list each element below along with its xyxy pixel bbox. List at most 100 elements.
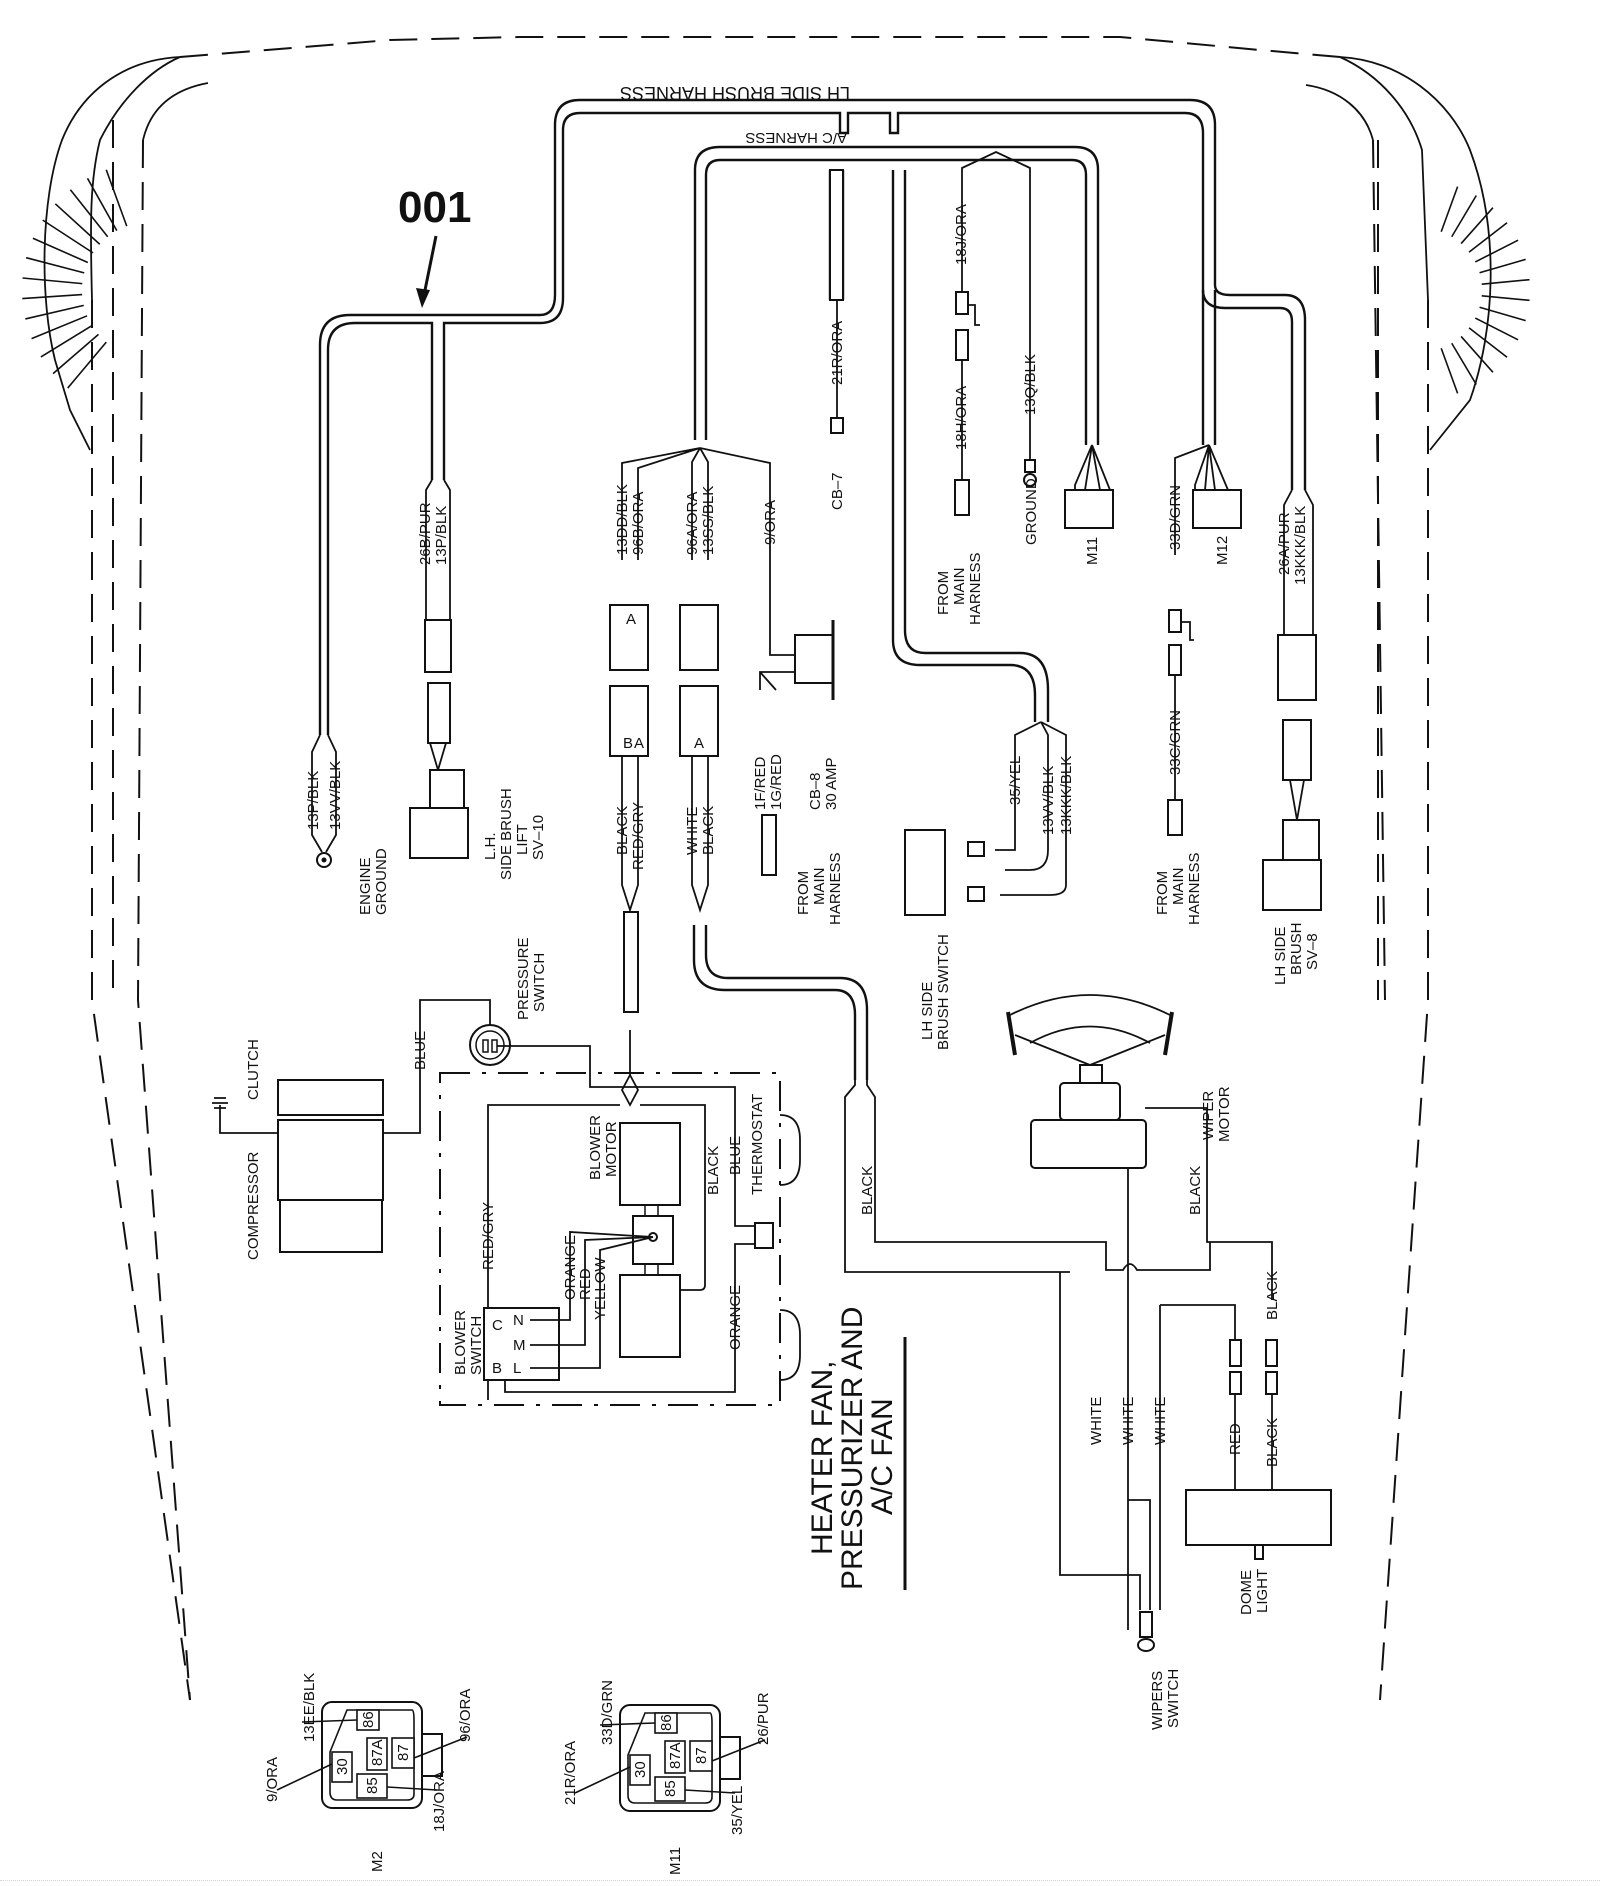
svg-text:GROUND: GROUND <box>373 848 390 915</box>
svg-text:YELLOW: YELLOW <box>592 1257 609 1320</box>
relay-pin-label: 87 <box>693 1747 710 1764</box>
svg-text:PRESSURIZER AND: PRESSURIZER AND <box>836 1307 869 1590</box>
fender-hatch <box>22 277 83 285</box>
svg-text:HEATER FAN,: HEATER FAN, <box>806 1361 839 1555</box>
svg-text:BLACK: BLACK <box>1187 1166 1204 1215</box>
fender-hatch <box>31 315 88 340</box>
svg-text:13KKK/BLK: 13KKK/BLK <box>1292 506 1309 585</box>
fender-hatch <box>1474 317 1519 341</box>
ac-harness-label: A/C HARNESS <box>745 129 847 146</box>
compressor: CLUTCH COMPRESSOR BLUE <box>212 999 491 1260</box>
svg-text:B: B <box>492 1360 502 1377</box>
svg-text:FROM: FROM <box>795 871 812 915</box>
fender-hatch <box>1460 335 1494 373</box>
svg-text:SWITCH: SWITCH <box>1165 1669 1182 1728</box>
svg-text:WHITE: WHITE <box>684 807 701 855</box>
fender-hatch <box>52 333 100 375</box>
lh-side-brush-switch: 35/YEL 13VV/BLK 13KKK/BLK LH SIDE BRUSH … <box>904 721 1075 1050</box>
engine-ground: 13P/BLK 13VV/BLK ENGINE GROUND <box>305 734 390 915</box>
svg-text:M11: M11 <box>1084 537 1101 565</box>
svg-text:L.H.: L.H. <box>482 832 499 860</box>
svg-text:MOTOR: MOTOR <box>603 1121 620 1177</box>
svg-text:13Q/BLK: 13Q/BLK <box>1022 354 1039 415</box>
svg-text:BLACK: BLACK <box>859 1166 876 1215</box>
svg-text:C: C <box>492 1317 503 1334</box>
svg-text:1G/RED: 1G/RED <box>768 754 785 810</box>
relay-pin-87A <box>664 1740 686 1774</box>
svg-text:MAIN: MAIN <box>811 868 828 906</box>
fender-hatch <box>1479 306 1526 322</box>
svg-text:BLOWER: BLOWER <box>452 1310 469 1375</box>
svg-text:PRESSURE: PRESSURE <box>515 937 532 1020</box>
svg-text:13P/BLK: 13P/BLK <box>305 771 322 830</box>
fender-hatch <box>42 219 94 254</box>
svg-text:13VV/BLK: 13VV/BLK <box>327 761 344 830</box>
svg-text:HARNESS: HARNESS <box>827 852 844 925</box>
right-fender <box>1440 186 1530 394</box>
svg-text:WHITE: WHITE <box>1088 1397 1105 1445</box>
svg-text:SWITCH: SWITCH <box>531 953 548 1012</box>
relay-pin-30 <box>629 1754 651 1786</box>
svg-text:RED: RED <box>1227 1423 1244 1455</box>
svg-text:A: A <box>634 735 644 752</box>
svg-text:1F/RED: 1F/RED <box>752 756 769 810</box>
svg-text:33C/GRN: 33C/GRN <box>1167 710 1184 775</box>
svg-text:LIGHT: LIGHT <box>1254 1569 1271 1613</box>
svg-text:WIPER: WIPER <box>1200 1091 1217 1140</box>
svg-text:RED: RED <box>577 1268 594 1300</box>
svg-text:96A/ORA: 96A/ORA <box>684 492 701 555</box>
svg-text:13SS/BLK: 13SS/BLK <box>700 486 717 555</box>
relay-pin-87A <box>366 1737 388 1771</box>
ground-label: GROUND <box>1023 478 1040 545</box>
relay-feed-18: 18J/ORA 18H/ORA FROM MAIN HARNESS <box>935 175 984 625</box>
svg-text:30 AMP: 30 AMP <box>823 757 840 810</box>
center-branch: 13DD/BLK 96B/ORA 96A/ORA 13SS/BLK 9/ORA … <box>609 447 869 1080</box>
sv10-valve: 26B/PUR 13P/BLK L.H. SIDE BRUSH LIFT SV–… <box>409 479 547 880</box>
relay-pin-label: 85 <box>662 1780 679 1797</box>
fender-hatch <box>1468 222 1508 253</box>
fender-hatch <box>1460 207 1494 245</box>
fender-hatch <box>105 169 128 227</box>
svg-text:13DD/BLK: 13DD/BLK <box>614 484 631 555</box>
relay-pin-87 <box>689 1740 713 1772</box>
svg-text:21R/ORA: 21R/ORA <box>829 321 846 385</box>
relay-pin-label: 85 <box>364 1777 381 1794</box>
svg-text:FROM: FROM <box>1154 871 1171 915</box>
svg-text:CLUTCH: CLUTCH <box>245 1039 262 1100</box>
svg-text:13KKK/BLK: 13KKK/BLK <box>1058 756 1075 835</box>
fender-hatch <box>40 324 93 358</box>
fender-hatch <box>1440 186 1459 233</box>
cb7-label: CB–7 <box>829 472 846 510</box>
svg-text:9/ORA: 9/ORA <box>762 500 779 545</box>
svg-text:RED/GRY: RED/GRY <box>480 1202 497 1270</box>
svg-text:ORANGE: ORANGE <box>727 1285 744 1350</box>
cab-outline <box>43 36 1492 1701</box>
svg-text:ORANGE: ORANGE <box>562 1235 579 1300</box>
thermostat-label: THERMOSTAT <box>749 1094 766 1195</box>
relay-wire-label: 26/PUR <box>755 1692 772 1745</box>
svg-text:MOTOR: MOTOR <box>1216 1086 1233 1142</box>
svg-text:35/YEL: 35/YEL <box>1007 756 1024 805</box>
relay-pin-label: 30 <box>632 1761 649 1778</box>
svg-text:WHITE: WHITE <box>1152 1397 1169 1445</box>
svg-text:SIDE BRUSH: SIDE BRUSH <box>498 788 515 880</box>
fender-hatch <box>1481 278 1530 285</box>
fender-hatch <box>1479 258 1526 274</box>
fender-hatch <box>54 203 101 245</box>
svg-text:M12: M12 <box>1214 536 1231 565</box>
relay-name: M11 <box>667 1847 684 1875</box>
svg-text:33D/GRN: 33D/GRN <box>1167 485 1184 550</box>
svg-text:RED/GRY: RED/GRY <box>630 802 647 870</box>
relay-pin-label: 87 <box>395 1744 412 1761</box>
svg-text:WHITE: WHITE <box>1120 1397 1137 1445</box>
fender-hatch <box>1481 295 1530 302</box>
svg-text:L: L <box>513 1360 521 1377</box>
svg-text:BRUSH: BRUSH <box>1288 922 1305 975</box>
relay-wire-label: 18J/ORA <box>431 1771 448 1832</box>
relay-wire-label: 35/YEL <box>729 1786 746 1835</box>
relay-pin-label: 86 <box>360 1711 377 1728</box>
relay-pin-label: 86 <box>658 1714 675 1731</box>
svg-text:001: 001 <box>398 183 471 232</box>
cb7: 21R/ORA CB–7 <box>829 169 846 510</box>
